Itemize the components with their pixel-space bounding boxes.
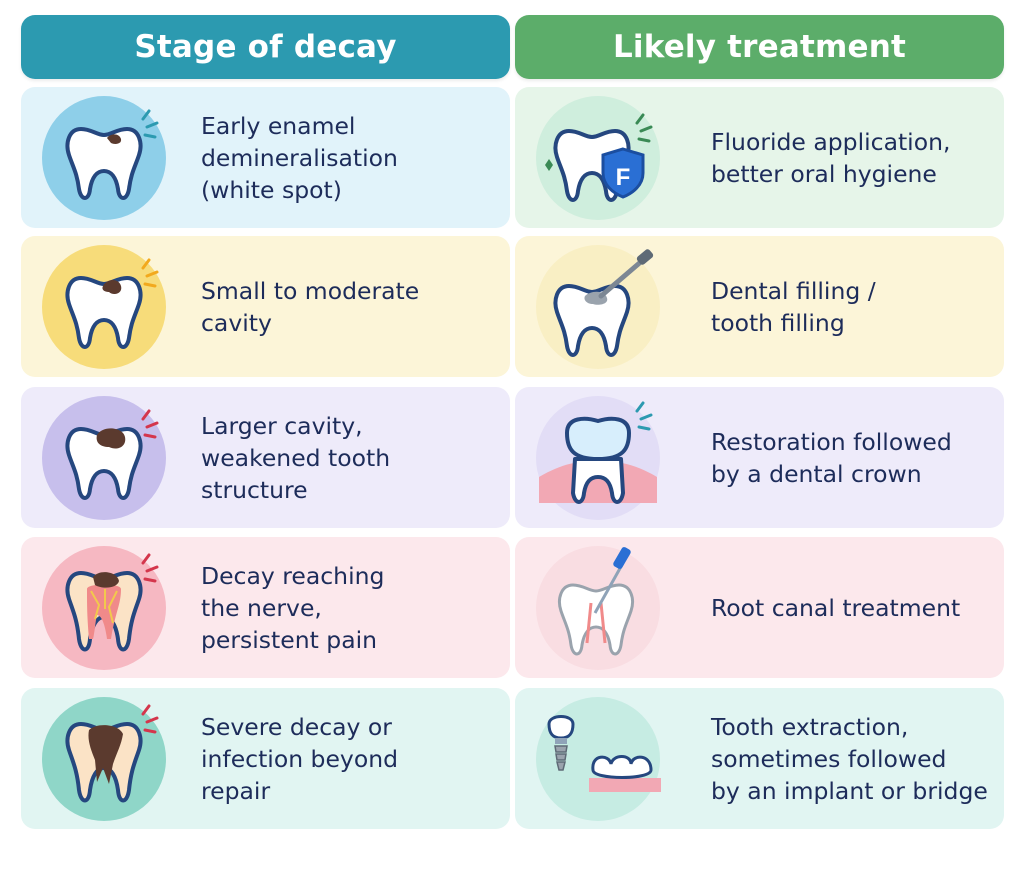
tooth-filling-tool-icon — [533, 242, 663, 372]
stage-cell-early-enamel: Early enamel demineralisation (white spo… — [21, 87, 510, 228]
treatment-label: Fluoride application, better oral hygien… — [711, 127, 951, 188]
stage-label: Severe decay or infection beyond repair — [201, 712, 399, 805]
likely-treatment-header: Likely treatment — [515, 15, 1004, 79]
stage-cell-nerve-decay: Decay reaching the nerve, persistent pai… — [21, 537, 510, 678]
stage-of-decay-header: Stage of decay — [21, 15, 510, 79]
stage-label: Larger cavity, weakened tooth structure — [201, 411, 391, 504]
tooth-white-spot-icon — [39, 93, 169, 223]
tooth-small-cavity-icon — [39, 242, 169, 372]
treatment-cell-extraction: Tooth extraction, sometimes followed by … — [515, 688, 1004, 829]
stage-label: Small to moderate cavity — [201, 276, 420, 337]
treatment-label: Root canal treatment — [711, 593, 961, 622]
dental-crown-icon — [533, 393, 663, 523]
stage-cell-larger-cavity: Larger cavity, weakened tooth structure — [21, 387, 510, 528]
implant-and-bridge-icon — [533, 694, 663, 824]
stage-cell-severe-decay: Severe decay or infection beyond repair — [21, 688, 510, 829]
tooth-severe-decay-icon — [39, 694, 169, 824]
stage-label: Early enamel demineralisation (white spo… — [201, 111, 398, 204]
root-canal-file-icon — [533, 543, 663, 673]
treatment-label: Restoration followed by a dental crown — [711, 427, 952, 488]
treatment-label: Tooth extraction, sometimes followed by … — [711, 712, 988, 805]
treatment-cell-crown: Restoration followed by a dental crown — [515, 387, 1004, 528]
treatment-label: Dental filling / tooth filling — [711, 276, 876, 337]
treatment-cell-filling: Dental filling / tooth filling — [515, 236, 1004, 377]
tooth-fluoride-shield-icon: F — [533, 93, 663, 223]
treatment-cell-root-canal: Root canal treatment — [515, 537, 1004, 678]
fluoride-letter: F — [616, 164, 631, 191]
stage-cell-small-cavity: Small to moderate cavity — [21, 236, 510, 377]
treatment-cell-fluoride: F Fluoride application, better oral hygi… — [515, 87, 1004, 228]
tooth-large-cavity-icon — [39, 393, 169, 523]
tooth-nerve-decay-icon — [39, 543, 169, 673]
stage-label: Decay reaching the nerve, persistent pai… — [201, 561, 385, 654]
